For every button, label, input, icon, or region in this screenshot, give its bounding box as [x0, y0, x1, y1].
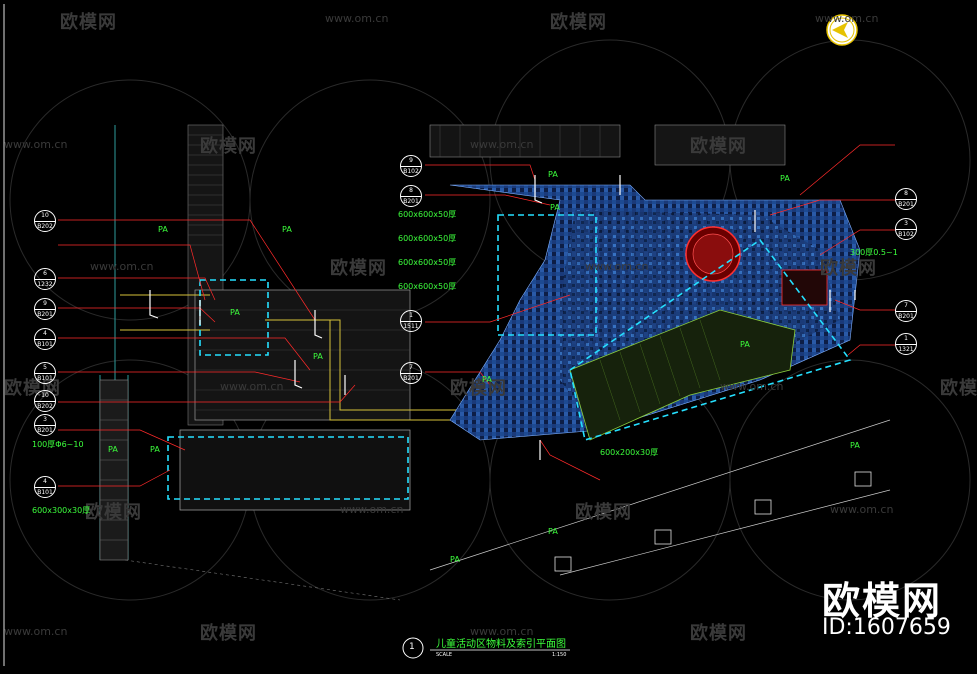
watermark-logo: 欧模网 — [200, 136, 257, 157]
material-label: 600x600x50厚 — [398, 282, 457, 291]
watermark-url: www.om.cn — [585, 260, 649, 273]
area-label-pa: PA — [313, 352, 323, 361]
scale-caption: SCALE — [436, 652, 453, 658]
leader-lines-mid — [425, 164, 601, 481]
scale-value: 1:150 — [552, 652, 567, 658]
area-label-pa: PA — [158, 225, 168, 234]
watermark-url: www.om.cn — [340, 503, 404, 516]
north-arrow-icon — [826, 14, 858, 46]
watermark-logo: 欧模网 — [940, 378, 977, 399]
watermark-url: www.om.cn — [815, 12, 879, 25]
detail-boxes — [167, 214, 852, 500]
watermark-logo: 欧模网 — [85, 502, 142, 523]
material-label: 600x300x30厚 — [32, 506, 91, 515]
watermark-logo: 欧模网 — [575, 502, 632, 523]
road-blocks — [554, 471, 872, 572]
area-label-pa: PA — [450, 555, 460, 564]
drawing-title: 儿童活动区物料及索引平面图 — [436, 639, 566, 650]
watermark-url: www.om.cn — [90, 260, 154, 273]
area-label-pa: PA — [780, 174, 790, 183]
watermark-logo: 欧模网 — [550, 12, 607, 33]
area-label-pa: PA — [548, 170, 558, 179]
watermark-url: www.om.cn — [220, 380, 284, 393]
watermark-url: www.om.cn — [470, 625, 534, 638]
watermark-logo: 欧模网 — [330, 258, 387, 279]
watermark-logo: 欧模网 — [450, 378, 507, 399]
watermark-logo: 欧模网 — [690, 623, 747, 644]
area-label-pa: PA — [850, 441, 860, 450]
watermark-logo: 欧模网 — [690, 136, 747, 157]
area-label-pa: PA — [550, 203, 560, 212]
watermark-url: www.om.cn — [325, 12, 389, 25]
material-label: 600x200x30厚 — [600, 448, 659, 457]
watermark-logo: 欧模网 — [200, 623, 257, 644]
planting-hatch — [599, 319, 721, 421]
south-road — [429, 419, 891, 576]
brand-logo-text: 欧模网 — [822, 579, 943, 623]
watermark-logo: 欧模网 — [60, 12, 117, 33]
left-stair-column — [99, 379, 129, 561]
left-stair-treads — [100, 399, 128, 541]
watermark-logo: 欧模网 — [820, 258, 877, 279]
watermark-url: www.om.cn — [4, 138, 68, 151]
area-label-pa: PA — [740, 340, 750, 349]
area-label-pa: PA — [150, 445, 160, 454]
material-label: 300厚0.5~1 — [850, 248, 898, 257]
model-id: ID:1607659 — [822, 615, 951, 640]
planting-zone — [569, 309, 796, 441]
north-east-block — [654, 124, 786, 166]
area-label-pa: PA — [282, 225, 292, 234]
material-label: 600x600x50厚 — [398, 234, 457, 243]
material-label: 100厚Φ6~10 — [32, 440, 84, 449]
south-strip — [179, 429, 411, 511]
section-markers — [149, 175, 856, 460]
watermark-url: www.om.cn — [720, 380, 784, 393]
bottom-dashed-line — [124, 559, 401, 601]
area-label-pa: PA — [230, 308, 240, 317]
material-label: 600x600x50厚 — [398, 258, 457, 267]
watermark-url: www.om.cn — [4, 625, 68, 638]
area-label-pa: PA — [548, 527, 558, 536]
watermark-url: www.om.cn — [830, 503, 894, 516]
leader-lines-right — [769, 144, 895, 356]
north-band — [429, 124, 621, 158]
drawing-number: 1 — [409, 642, 415, 652]
watermark-url: www.om.cn — [470, 138, 534, 151]
area-label-pa: PA — [482, 375, 492, 384]
material-label: 600x600x50厚 — [398, 210, 457, 219]
walkway-hatch — [188, 134, 223, 246]
yellow-edges — [120, 294, 460, 421]
drawing-number-circle — [402, 637, 424, 659]
area-label-pa: PA — [108, 445, 118, 454]
